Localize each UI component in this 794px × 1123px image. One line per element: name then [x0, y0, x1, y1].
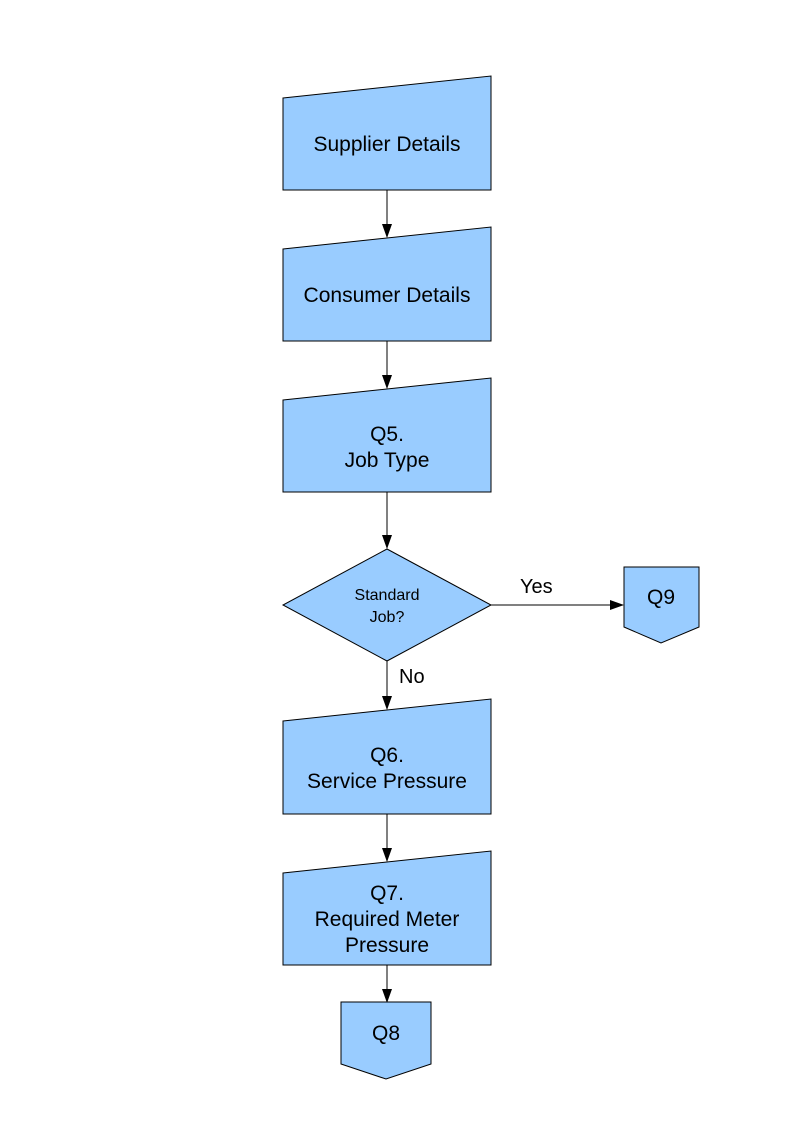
node-standard-job-line2: Job?	[370, 609, 405, 626]
node-service-pressure-number: Q6.	[370, 744, 404, 767]
node-q9-offpage-connector: Q9	[623, 566, 700, 644]
node-standard-job-decision: Standard Job?	[281, 548, 493, 662]
offpage-connector-shape	[623, 566, 700, 644]
node-q9-label: Q9	[647, 586, 675, 609]
node-job-type-number: Q5.	[370, 423, 404, 446]
offpage-connector-shape	[340, 1001, 432, 1080]
node-supplier-details: Supplier Details	[282, 75, 492, 191]
manual-input-shape	[282, 75, 492, 191]
decision-diamond-shape	[281, 548, 493, 662]
node-service-pressure: Q6. Service Pressure	[282, 698, 492, 815]
edge-label-yes: Yes	[520, 576, 553, 598]
edge-label-no: No	[399, 666, 425, 688]
node-standard-job-line1: Standard	[355, 587, 420, 604]
node-consumer-details-label: Consumer Details	[304, 284, 471, 307]
manual-input-shape	[282, 850, 492, 966]
node-service-pressure-label: Service Pressure	[307, 770, 467, 793]
node-job-type: Q5. Job Type	[282, 377, 492, 493]
manual-input-shape	[282, 698, 492, 815]
manual-input-shape	[282, 377, 492, 493]
manual-input-shape	[282, 226, 492, 342]
node-meter-pressure-line2: Pressure	[345, 934, 429, 957]
node-meter-pressure: Q7. Required Meter Pressure	[282, 850, 492, 966]
node-supplier-details-label: Supplier Details	[313, 133, 460, 156]
node-meter-pressure-line1: Required Meter	[315, 908, 460, 931]
node-consumer-details: Consumer Details	[282, 226, 492, 342]
node-meter-pressure-number: Q7.	[370, 882, 404, 905]
node-q8-label: Q8	[372, 1022, 400, 1045]
node-job-type-label: Job Type	[345, 449, 430, 472]
node-q8-offpage-connector: Q8	[340, 1001, 432, 1080]
